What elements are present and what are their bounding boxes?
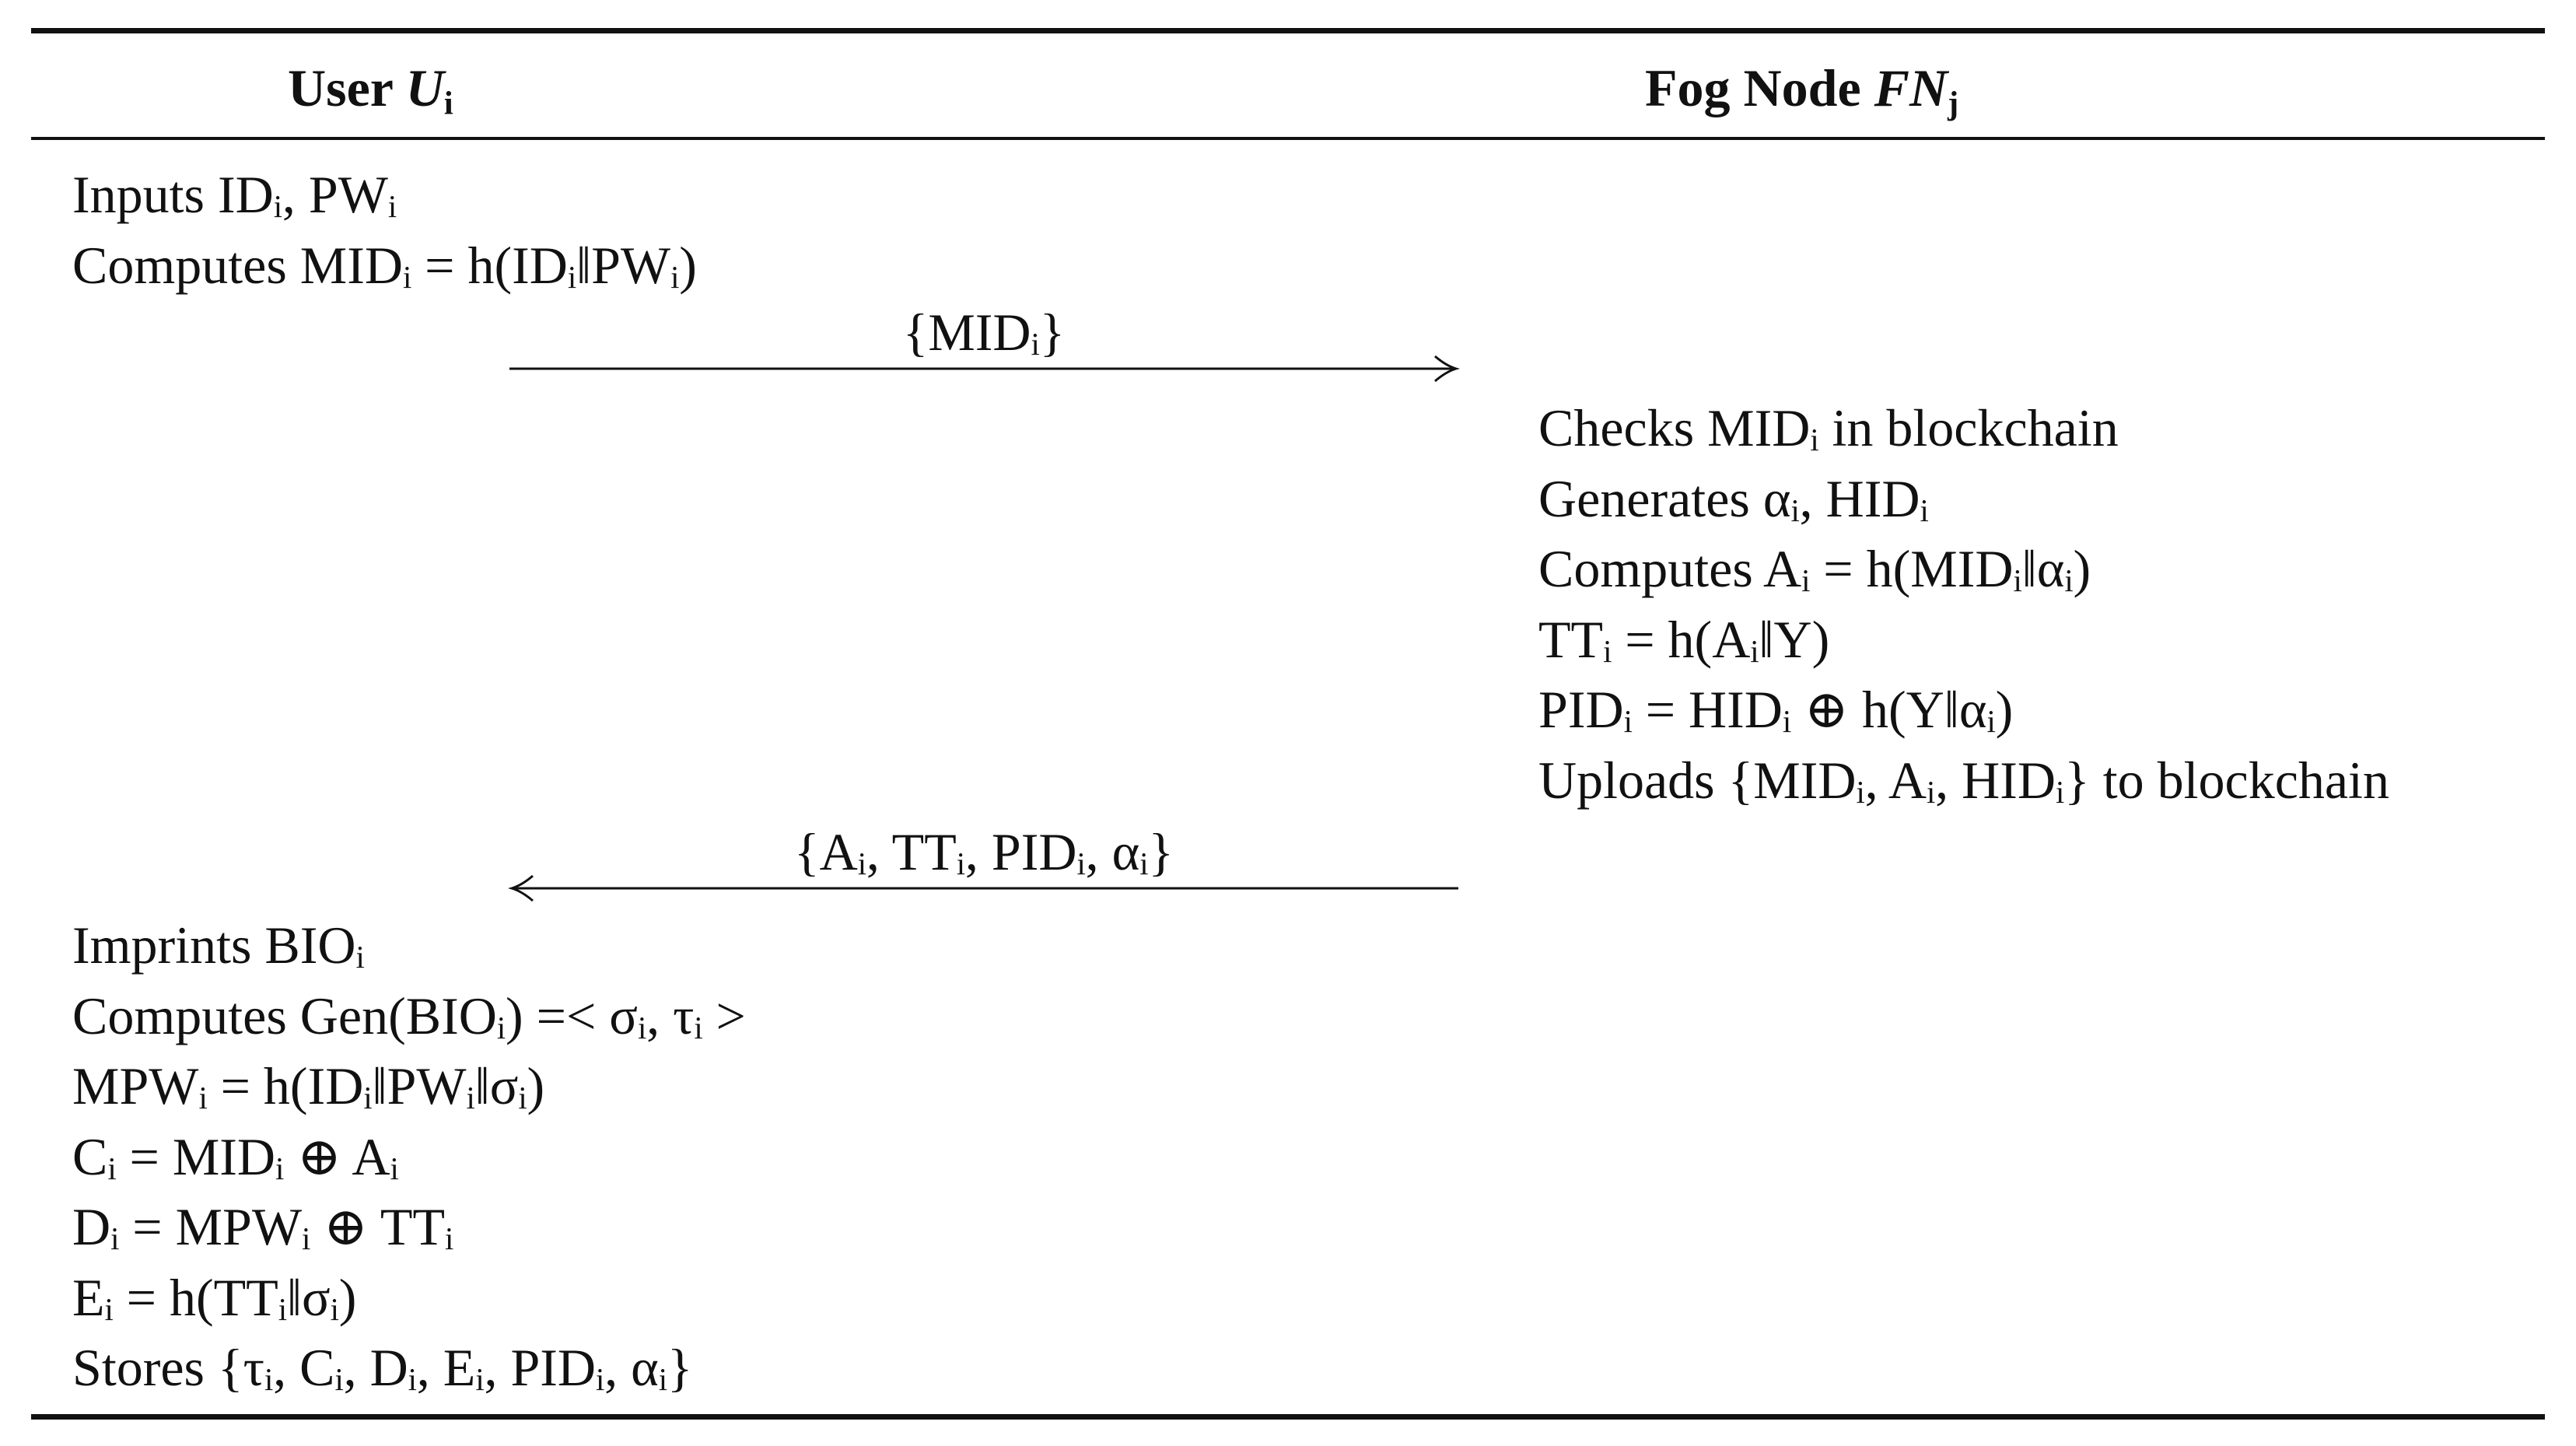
left-arrow-icon <box>507 874 1458 902</box>
user-step: Eᵢ = h(TTᵢ‖σᵢ) <box>72 1267 357 1327</box>
fog-node-column-header: Fog Node FNj <box>1645 53 1958 123</box>
user-step: Computes Gen(BIOᵢ) =< σᵢ, τᵢ > <box>72 986 746 1045</box>
message-user-to-fog: {MIDᵢ} <box>509 297 1461 398</box>
user-step: Imprints BIOᵢ <box>72 916 365 975</box>
table-top-rule <box>31 28 2545 33</box>
user-step: Inputs IDᵢ, PWᵢ <box>72 165 397 224</box>
table-bottom-rule <box>31 1414 2545 1420</box>
user-header-symbol-sub: i <box>443 85 453 122</box>
fog-header-label: Fog Node <box>1645 58 1861 117</box>
table-header-rule <box>31 137 2545 140</box>
message-2-label: {Aᵢ, TTᵢ, PIDᵢ, αᵢ} <box>794 822 1174 881</box>
fog-step: Computes Aᵢ = h(MIDᵢ‖αᵢ) <box>1538 539 2091 598</box>
fog-node-steps: Checks MIDᵢ in blockchain Generates αᵢ, … <box>1538 393 2389 815</box>
message-fog-to-user: {Aᵢ, TTᵢ, PIDᵢ, αᵢ} <box>507 817 1458 918</box>
user-header-label: User <box>288 58 393 117</box>
fog-header-symbol-sub: j <box>1948 85 1959 122</box>
user-header-symbol: U <box>405 58 444 117</box>
user-step: Dᵢ = MPWᵢ ⊕ TTᵢ <box>72 1197 454 1256</box>
user-column-header: User Ui <box>288 53 453 123</box>
user-step: MPWᵢ = h(IDᵢ‖PWᵢ‖σᵢ) <box>72 1056 545 1115</box>
user-step: Computes MIDᵢ = h(IDᵢ‖PWᵢ) <box>72 235 697 295</box>
fog-step: Uploads {MIDᵢ, Aᵢ, HIDᵢ} to blockchain <box>1538 750 2389 810</box>
fog-step: Generates αᵢ, HIDᵢ <box>1538 468 1929 528</box>
fog-step: PIDᵢ = HIDᵢ ⊕ h(Y‖αᵢ) <box>1538 680 2014 739</box>
message-1-label: {MIDᵢ} <box>902 303 1066 362</box>
user-registration-steps: Imprints BIOᵢ Computes Gen(BIOᵢ) =< σᵢ, … <box>72 910 746 1403</box>
user-step: Cᵢ = MIDᵢ ⊕ Aᵢ <box>72 1126 399 1186</box>
fog-step: TTᵢ = h(Aᵢ‖Y) <box>1538 609 1830 669</box>
user-input-steps: Inputs IDᵢ, PWᵢ Computes MIDᵢ = h(IDᵢ‖PW… <box>72 159 697 300</box>
fog-header-symbol: FN <box>1874 58 1948 117</box>
user-step: Stores {τᵢ, Cᵢ, Dᵢ, Eᵢ, PIDᵢ, αᵢ} <box>72 1338 693 1397</box>
right-arrow-icon <box>509 355 1461 383</box>
fog-step: Checks MIDᵢ in blockchain <box>1538 398 2119 457</box>
